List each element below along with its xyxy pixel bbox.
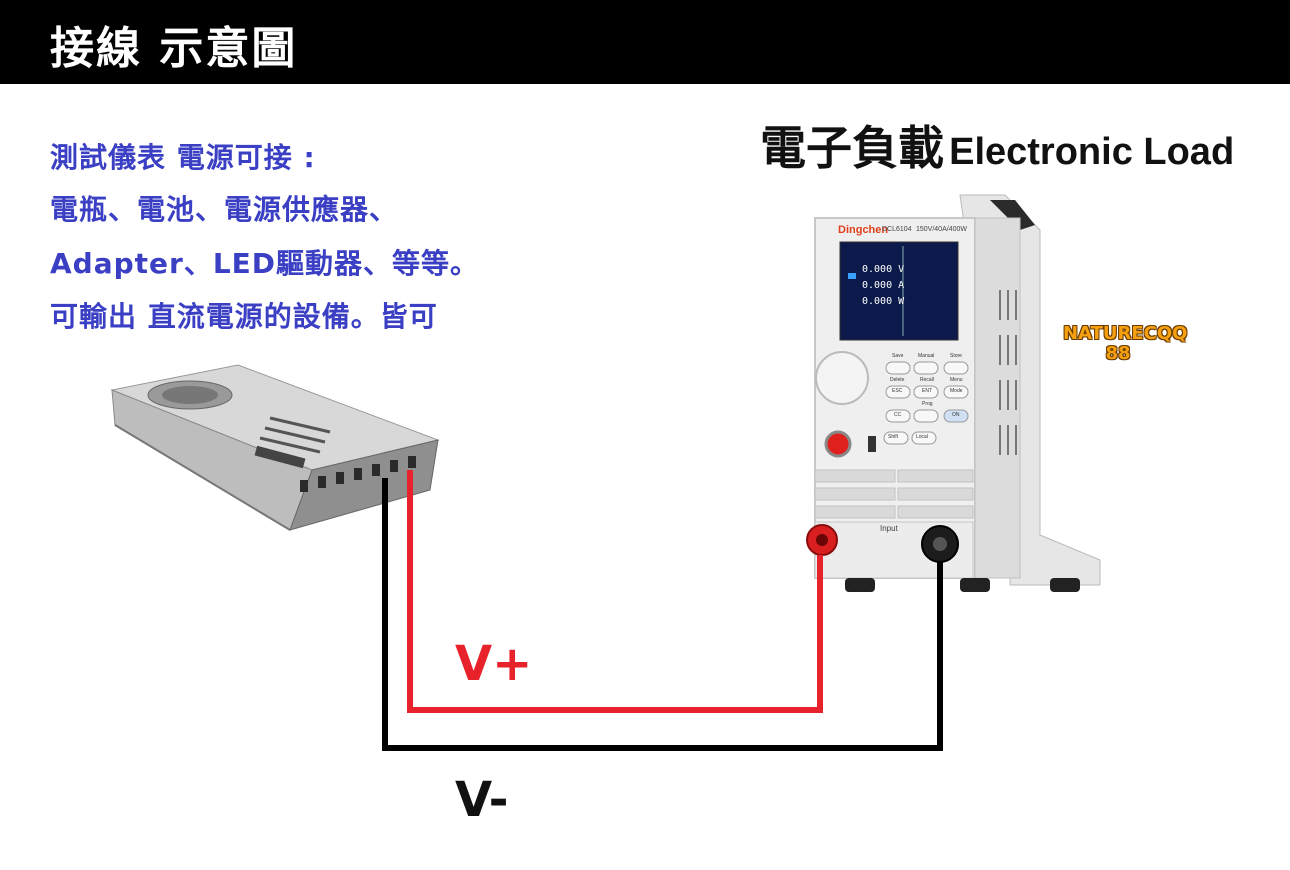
button-save: Save [892,353,904,359]
load-title-zh: 電子負載 [760,121,944,175]
button-store: Store [950,353,962,359]
button-recall: Recall [920,377,934,383]
negative-wire [382,478,943,751]
description-line-4: 可輸出 直流電源的設備。皆可 [50,300,438,333]
input-label: Input [880,524,898,533]
button-esc: ESC [892,388,903,394]
watermark-line-1: NATURECQQ [1063,323,1188,344]
voltage-value: 0.000 [862,264,893,275]
current-unit: A [898,280,905,291]
page-title: 接線 示意圖 [50,23,298,74]
button-manual: Manual [918,353,935,359]
positive-wire-label: V+ [455,636,533,692]
screen-voltage: 0.000 V [862,264,904,275]
power-unit: W [898,296,905,307]
button-cc: CC [894,412,902,418]
electronic-load-device [806,194,1101,592]
button-ent: ENT [922,388,932,394]
button-prog: Prog [922,401,933,407]
device-model: DCL6104 [882,226,912,233]
power-supply-image [110,364,440,531]
button-mode: Mode [950,388,963,394]
current-value: 0.000 [862,280,893,291]
positive-wire [407,470,823,713]
watermark-logo: NATURECQQ 88 [1063,323,1188,364]
button-on: ON [952,412,960,418]
button-shift: Shift [888,434,899,440]
button-menu: Menu [950,377,963,383]
watermark-line-2: 88 [1105,343,1131,364]
button-local: Local [916,434,928,440]
electronic-load-title: 電子負載 Electronic Load [760,112,1234,178]
device-spec: 150V/40A/400W [916,226,967,233]
device-brand: Dingchen [838,224,889,236]
header-bar: 接線 示意圖 [0,0,1290,84]
description-line-2: 電瓶、電池、電源供應器、 [50,193,399,226]
description-line-3: Adapter、LED驅動器、等等。 [50,247,480,280]
description-line-1: 測試儀表 電源可接 : [50,141,316,174]
load-title-en: Electronic Load [949,131,1235,173]
negative-wire-label: V- [455,772,509,828]
screen-power: 0.000 W [862,296,904,307]
button-delete: Delete [890,377,905,383]
screen-current: 0.000 A [862,280,904,291]
power-value: 0.000 [862,296,893,307]
voltage-unit: V [898,264,905,275]
